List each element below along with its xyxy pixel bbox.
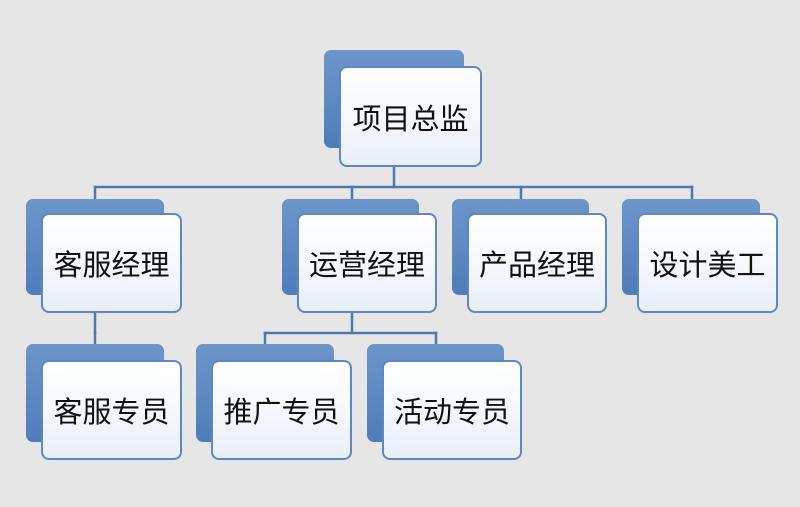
node-cs-manager: 客服经理 bbox=[26, 199, 182, 313]
node-cs-manager-label: 客服经理 bbox=[41, 213, 182, 313]
node-product-manager: 产品经理 bbox=[452, 199, 607, 313]
node-ops-manager-label: 运营经理 bbox=[297, 213, 437, 313]
node-designer: 设计美工 bbox=[622, 199, 778, 313]
node-director-label: 项目总监 bbox=[339, 66, 482, 167]
node-product-manager-label: 产品经理 bbox=[467, 213, 607, 313]
node-promo-specialist: 推广专员 bbox=[196, 344, 352, 460]
node-cs-specialist: 客服专员 bbox=[26, 344, 182, 460]
node-cs-specialist-label: 客服专员 bbox=[41, 360, 182, 460]
node-designer-label: 设计美工 bbox=[637, 213, 778, 313]
node-event-specialist: 活动专员 bbox=[367, 344, 522, 460]
node-director: 项目总监 bbox=[324, 50, 482, 167]
node-event-specialist-label: 活动专员 bbox=[382, 360, 522, 460]
node-ops-manager: 运营经理 bbox=[282, 199, 437, 313]
node-promo-specialist-label: 推广专员 bbox=[211, 360, 352, 460]
